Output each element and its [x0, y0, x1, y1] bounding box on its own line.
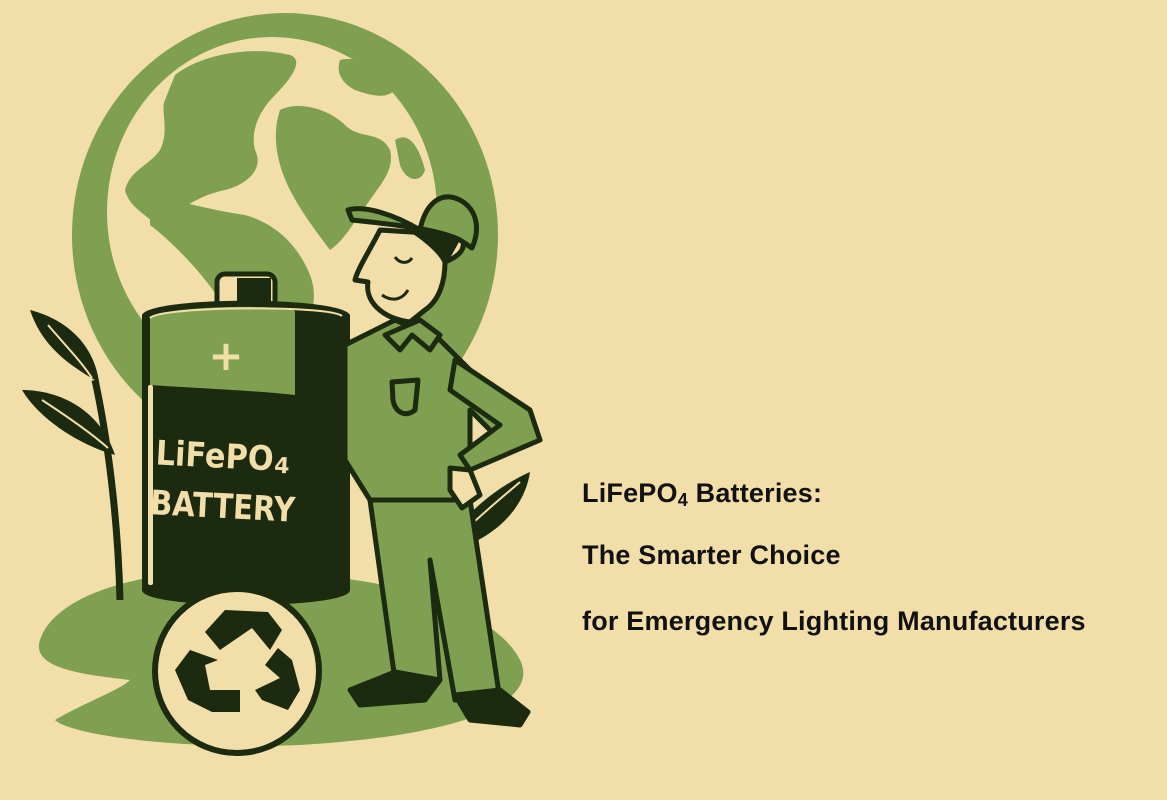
battery-label-chem: LiFePO — [155, 433, 275, 479]
headline-suffix: Batteries: — [687, 478, 823, 508]
battery-label-word: BATTERY — [149, 483, 296, 531]
battery-icon: + LiFePO 4 BATTERY — [142, 271, 350, 605]
worker-figure — [342, 194, 543, 728]
headline-line-2: The Smarter Choice — [582, 540, 841, 570]
plus-symbol: + — [208, 331, 243, 380]
headline-line-3: for Emergency Lighting Manufacturers — [582, 606, 1086, 636]
headline-chem: LiFePO — [582, 478, 678, 508]
headline-line-1: LiFePO4 Batteries: — [582, 478, 822, 511]
leaf-icon — [22, 310, 124, 601]
hero-illustration: + LiFePO 4 BATTERY — [0, 0, 580, 795]
battery-label-sub: 4 — [274, 454, 291, 480]
recycle-icon — [152, 586, 322, 756]
headline-subscript: 4 — [677, 490, 688, 510]
